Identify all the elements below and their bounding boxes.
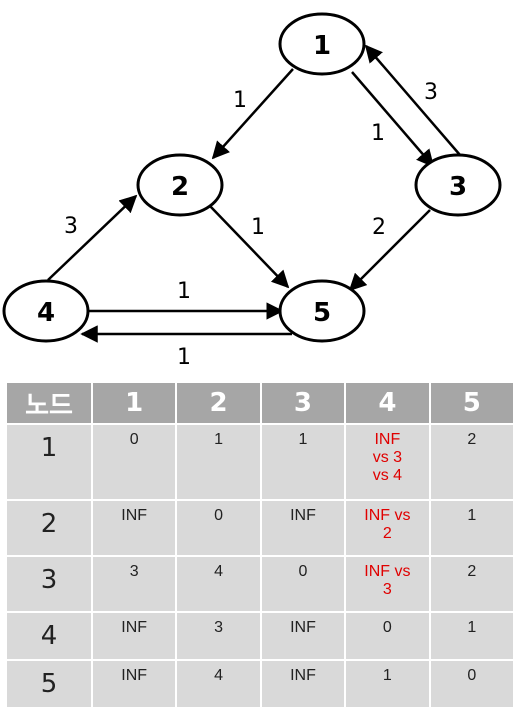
column-header: 3 [261,383,345,423]
row-header: 5 [7,661,91,707]
column-header: 2 [177,383,260,423]
node-4: 4 [2,279,90,343]
edge-weight-3-1: 3 [424,80,438,105]
table-cell-highlight: INF vs 3 vs 4 [346,425,429,499]
table-row: 3 3 4 0 INF vs 3 2 [7,557,513,611]
edge-1-2 [211,68,294,160]
edge-1-3 [351,71,435,168]
corner-header: 노드 [7,383,91,423]
edge-weight-2-5: 1 [251,215,265,240]
row-header: 3 [7,557,91,611]
row-header: 4 [7,613,91,659]
node-4-label: 4 [37,298,55,328]
table-cell: INF [93,613,176,659]
node-5-label: 5 [313,298,331,328]
table-cell: 2 [430,557,513,611]
edge-4-2 [47,194,138,281]
table-cell: INF [261,613,345,659]
table-cell: 3 [177,613,260,659]
edge-weight-4-5: 1 [177,279,191,304]
column-header: 1 [93,383,176,423]
edge-weight-4-2: 3 [64,214,78,239]
edge-weight-3-5: 2 [372,215,386,240]
table-cell: 0 [430,661,513,707]
table-row: 1 0 1 1 INF vs 3 vs 4 2 [7,425,513,499]
table-cell: INF [261,661,345,707]
node-3: 3 [414,153,502,217]
table-cell: 1 [346,661,429,707]
table-cell-highlight: INF vs 3 [346,557,429,611]
edge-weight-1-2: 1 [233,88,247,113]
node-1: 1 [278,12,366,76]
table-cell: 3 [93,557,176,611]
column-header: 4 [346,383,429,423]
table-cell: 1 [430,501,513,555]
table-cell-highlight: INF vs 2 [346,501,429,555]
table-cell: 0 [346,613,429,659]
table-cell: 0 [261,557,345,611]
row-header: 2 [7,501,91,555]
table-cell: 1 [430,613,513,659]
node-5: 5 [278,279,366,343]
table-row: 4 INF 3 INF 0 1 [7,613,513,659]
node-1-label: 1 [313,31,331,61]
table-row: 2 INF 0 INF INF vs 2 1 [7,501,513,555]
row-header: 1 [7,425,91,499]
edge-3-1 [364,44,461,156]
table-cell: 1 [177,425,260,499]
column-header: 5 [430,383,513,423]
edge-weight-5-4: 1 [177,345,191,370]
table-cell: 0 [93,425,176,499]
node-2-label: 2 [171,172,189,202]
table-cell: INF [93,661,176,707]
node-2: 2 [136,153,224,217]
table-cell: 2 [430,425,513,499]
node-3-label: 3 [449,172,467,202]
edge-3-5 [348,209,431,292]
edge-2-5 [209,205,290,289]
table-cell: 0 [177,501,260,555]
table-cell: INF [93,501,176,555]
table-cell: INF [261,501,345,555]
table-cell: 1 [261,425,345,499]
table-cell: 4 [177,557,260,611]
table-cell: 4 [177,661,260,707]
edge-weight-1-3: 1 [371,121,385,146]
table-row: 5 INF 4 INF 1 0 [7,661,513,707]
table-header-row: 노드 1 2 3 4 5 [7,383,513,423]
graph-diagram: 1 1 3 2 1 3 1 1 1 2 3 4 5 [2,12,502,370]
distance-matrix-table: 노드 1 2 3 4 5 1 0 1 1 INF vs 3 vs 4 2 2 I… [5,381,515,709]
